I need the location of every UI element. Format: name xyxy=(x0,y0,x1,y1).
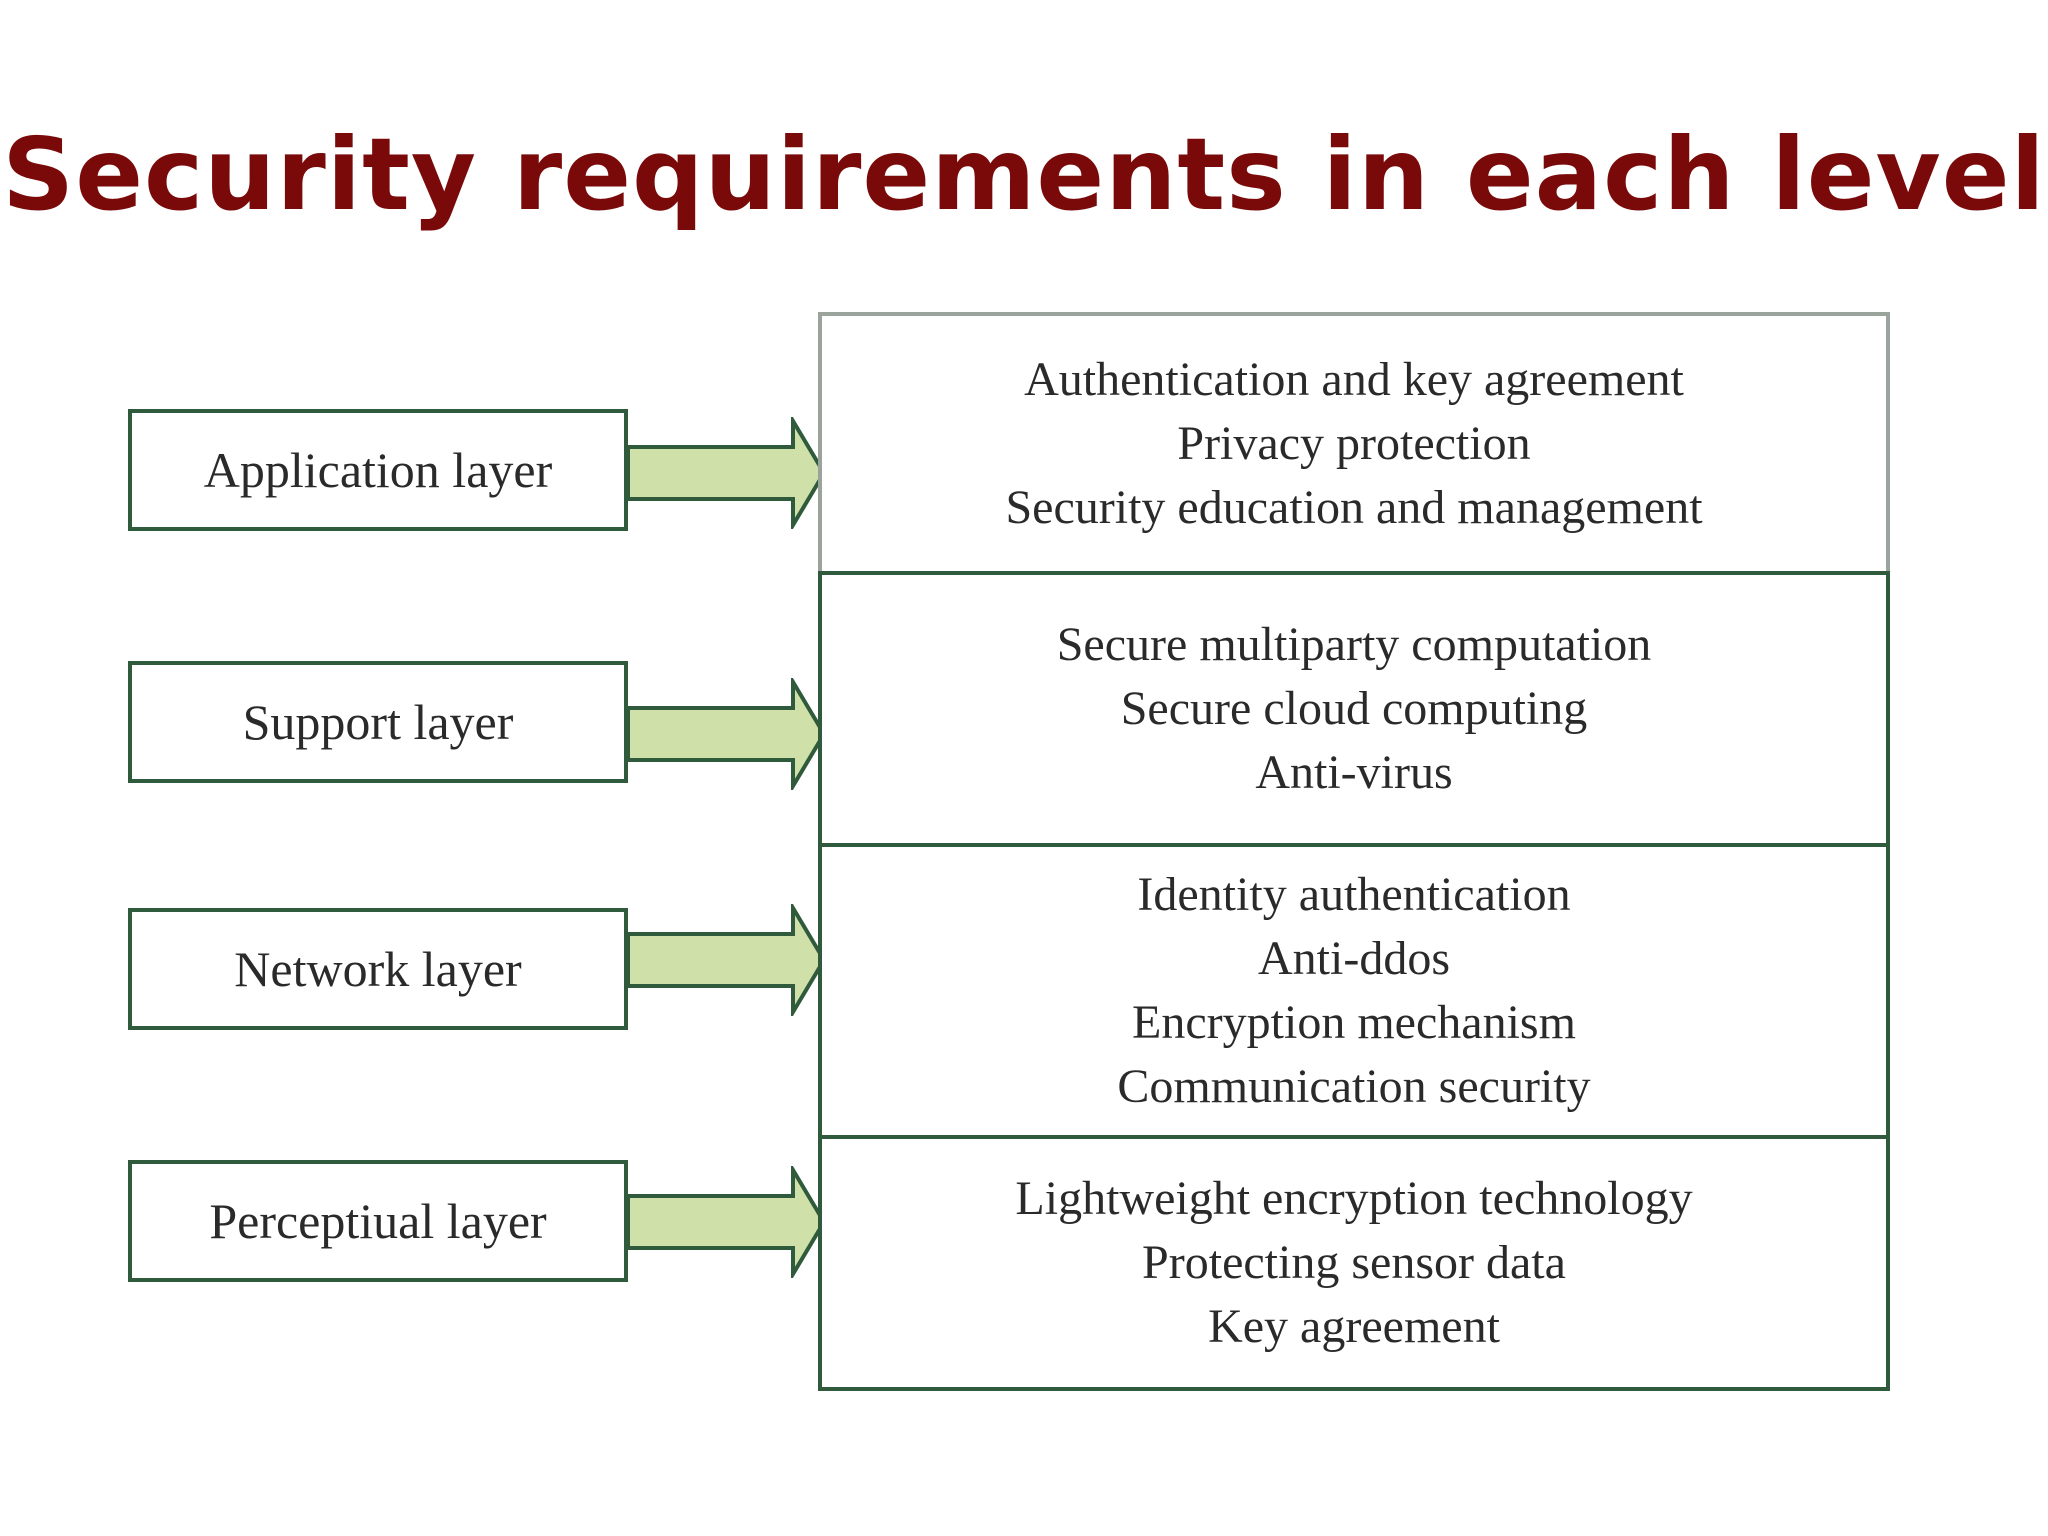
requirement-item: Communication security xyxy=(1117,1060,1591,1113)
requirement-item: Lightweight encryption technology xyxy=(1015,1172,1693,1225)
layer-box-perceptual: Perceptiual layer xyxy=(128,1160,628,1282)
requirement-item: Secure cloud computing xyxy=(1120,682,1588,735)
requirement-item: Anti-virus xyxy=(1255,746,1453,799)
requirement-item: Encryption mechanism xyxy=(1132,996,1576,1049)
arrow-icon xyxy=(628,1166,826,1278)
arrow-icon xyxy=(628,417,826,529)
page-title: Security requirements in each level xyxy=(2,116,2046,233)
requirements-box-network: Identity authentication Anti-ddos Encryp… xyxy=(818,843,1890,1139)
requirement-item: Protecting sensor data xyxy=(1142,1236,1566,1289)
requirement-item: Security education and management xyxy=(1005,480,1703,534)
requirement-item: Privacy protection xyxy=(1177,416,1531,470)
requirement-item: Key agreement xyxy=(1208,1300,1500,1353)
requirements-box-perceptual: Lightweight encryption technology Protec… xyxy=(818,1135,1890,1391)
arrow-icon xyxy=(628,678,826,790)
requirements-box-application: Authentication and key agreement Privacy… xyxy=(818,312,1890,575)
requirements-box-support: Secure multiparty computation Secure clo… xyxy=(818,571,1890,847)
layer-box-support: Support layer xyxy=(128,661,628,783)
requirement-item: Authentication and key agreement xyxy=(1024,352,1684,406)
requirement-item: Identity authentication xyxy=(1137,868,1571,921)
requirement-item: Anti-ddos xyxy=(1258,932,1450,985)
layer-box-network: Network layer xyxy=(128,908,628,1030)
layer-box-application: Application layer xyxy=(128,409,628,531)
requirement-item: Secure multiparty computation xyxy=(1056,618,1652,671)
arrow-icon xyxy=(628,904,826,1016)
